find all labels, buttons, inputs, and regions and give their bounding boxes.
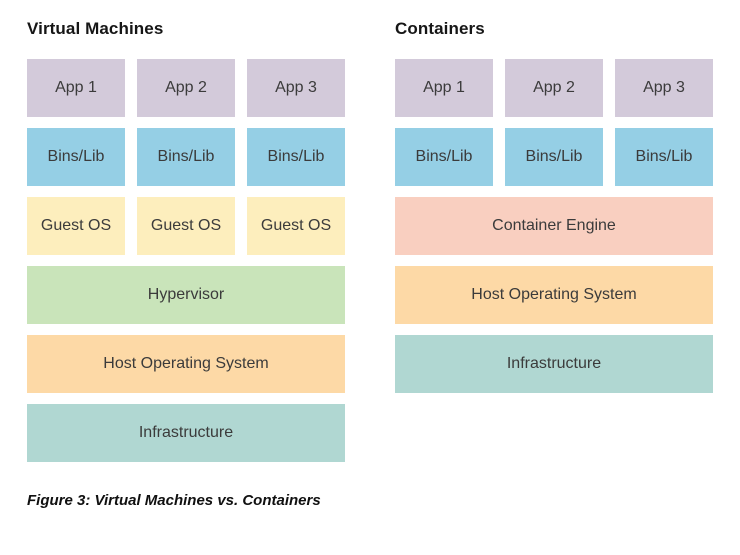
box-app-1: App 1 bbox=[395, 59, 493, 117]
box-app-2: App 2 bbox=[505, 59, 603, 117]
box-guest-os: Guest OS bbox=[27, 197, 125, 255]
box-infrastructure: Infrastructure bbox=[395, 335, 713, 393]
box-app-3: App 3 bbox=[615, 59, 713, 117]
box-guest-os: Guest OS bbox=[137, 197, 235, 255]
stack-row: Container Engine bbox=[395, 197, 713, 255]
box-hypervisor: Hypervisor bbox=[27, 266, 345, 324]
box-bins-lib: Bins/Lib bbox=[247, 128, 345, 186]
figure-caption: Figure 3: Virtual Machines vs. Container… bbox=[27, 492, 321, 509]
box-bins-lib: Bins/Lib bbox=[505, 128, 603, 186]
box-guest-os: Guest OS bbox=[247, 197, 345, 255]
virtual-machines-title: Virtual Machines bbox=[27, 19, 164, 38]
box-container-engine: Container Engine bbox=[395, 197, 713, 255]
box-host-operating-system: Host Operating System bbox=[27, 335, 345, 393]
stack-row: Infrastructure bbox=[27, 404, 345, 462]
box-bins-lib: Bins/Lib bbox=[395, 128, 493, 186]
box-bins-lib: Bins/Lib bbox=[615, 128, 713, 186]
box-app-1: App 1 bbox=[27, 59, 125, 117]
stack-row: Infrastructure bbox=[395, 335, 713, 393]
stack-row: Hypervisor bbox=[27, 266, 345, 324]
box-infrastructure: Infrastructure bbox=[27, 404, 345, 462]
box-bins-lib: Bins/Lib bbox=[27, 128, 125, 186]
box-app-2: App 2 bbox=[137, 59, 235, 117]
stack-row: Host Operating System bbox=[27, 335, 345, 393]
box-app-3: App 3 bbox=[247, 59, 345, 117]
box-host-operating-system: Host Operating System bbox=[395, 266, 713, 324]
containers-title: Containers bbox=[395, 19, 485, 38]
stack-row: Host Operating System bbox=[395, 266, 713, 324]
box-bins-lib: Bins/Lib bbox=[137, 128, 235, 186]
